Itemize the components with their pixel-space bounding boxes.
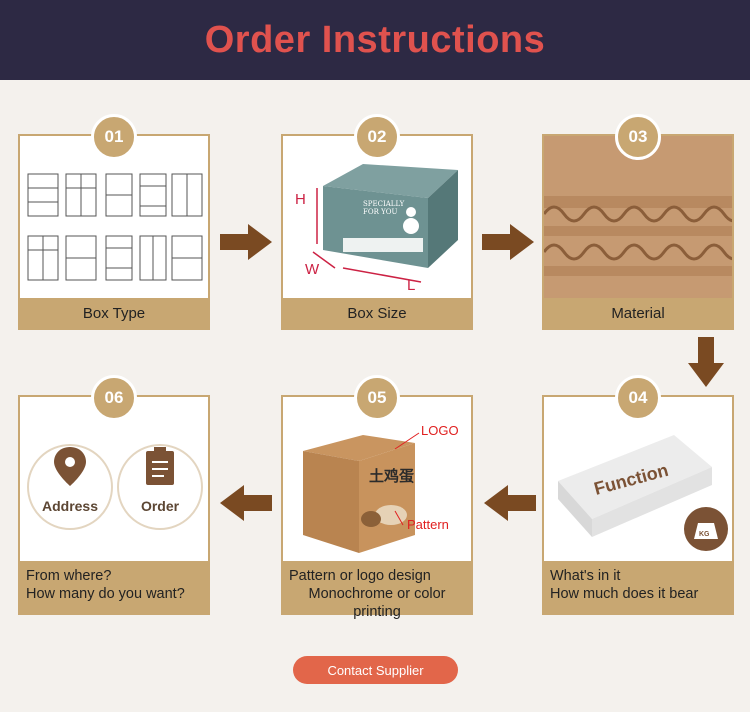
arrow-right-icon xyxy=(220,224,272,260)
step-card-order: 06 Address Order From where? How many do… xyxy=(18,375,210,615)
kg-weight-icon-text: KG xyxy=(699,531,710,538)
step-card-pattern: 05 土鸡蛋 LOGO Pattern Pattern or logo desi… xyxy=(281,375,473,620)
order-label: Order xyxy=(141,498,180,514)
step-badge-04: 04 xyxy=(615,375,661,421)
pattern-line-1: Pattern or logo design xyxy=(289,568,431,584)
step-card-function: 04 Function KG What's in it How much doe… xyxy=(542,375,734,615)
step-label-box-type: Box Type xyxy=(20,298,208,328)
box-size-illustration: SPECIALLY FOR YOU H W L xyxy=(295,164,458,294)
step-label-order: From where? How many do you want? xyxy=(20,561,208,613)
order-line-1: From where? xyxy=(26,568,112,584)
function-box-illustration: Function KG xyxy=(558,435,728,551)
header-bar: Order Instructions xyxy=(0,0,750,80)
function-line-2: How much does it bear xyxy=(550,586,699,602)
step-card-box-type: 01 Box Type xyxy=(18,114,210,330)
contact-supplier-button[interactable]: Contact Supplier xyxy=(293,656,458,684)
page-title: Order Instructions xyxy=(204,18,546,61)
step-badge-06: 06 xyxy=(91,375,137,421)
pattern-line-2: Monochrome or color printing xyxy=(308,586,446,620)
arrow-left-icon xyxy=(220,485,272,521)
logo-callout: LOGO xyxy=(421,423,459,438)
box-slogan-2: FOR YOU xyxy=(363,208,397,216)
dim-w-label: W xyxy=(305,261,320,278)
box-brand-text: 土鸡蛋 xyxy=(369,467,414,485)
arrow-left-icon xyxy=(484,485,536,521)
box-slogan-1: SPECIALLY xyxy=(363,200,405,208)
address-label: Address xyxy=(42,498,98,514)
box-type-diagrams xyxy=(27,173,203,281)
location-pin-icon xyxy=(54,447,86,486)
printed-box-illustration: 土鸡蛋 LOGO Pattern xyxy=(303,423,459,553)
arrow-down-icon xyxy=(688,337,724,387)
dim-h-label: H xyxy=(295,191,306,208)
step-label-box-size: Box Size xyxy=(283,298,471,328)
clipboard-icon xyxy=(146,447,174,485)
step-badge-02: 02 xyxy=(354,114,400,160)
step-card-box-size: 02 SPECIALLY FOR YOU H W L Box Size xyxy=(281,114,473,330)
corrugated-cardboard-image xyxy=(544,136,732,298)
order-icons: Address Order xyxy=(27,444,203,530)
step-badge-05: 05 xyxy=(354,375,400,421)
pattern-callout: Pattern xyxy=(407,517,449,532)
function-line-1: What's in it xyxy=(550,568,621,584)
step-badge-01: 01 xyxy=(91,114,137,160)
order-line-2: How many do you want? xyxy=(26,586,185,602)
arrow-right-icon xyxy=(482,224,534,260)
dim-l-label: L xyxy=(407,277,415,294)
step-card-material: 03 Material xyxy=(542,114,734,330)
step-badge-03: 03 xyxy=(615,114,661,160)
step-label-pattern: Pattern or logo design Monochrome or col… xyxy=(283,561,471,620)
step-label-function: What's in it How much does it bear xyxy=(544,561,732,613)
step-label-material: Material xyxy=(544,298,732,328)
